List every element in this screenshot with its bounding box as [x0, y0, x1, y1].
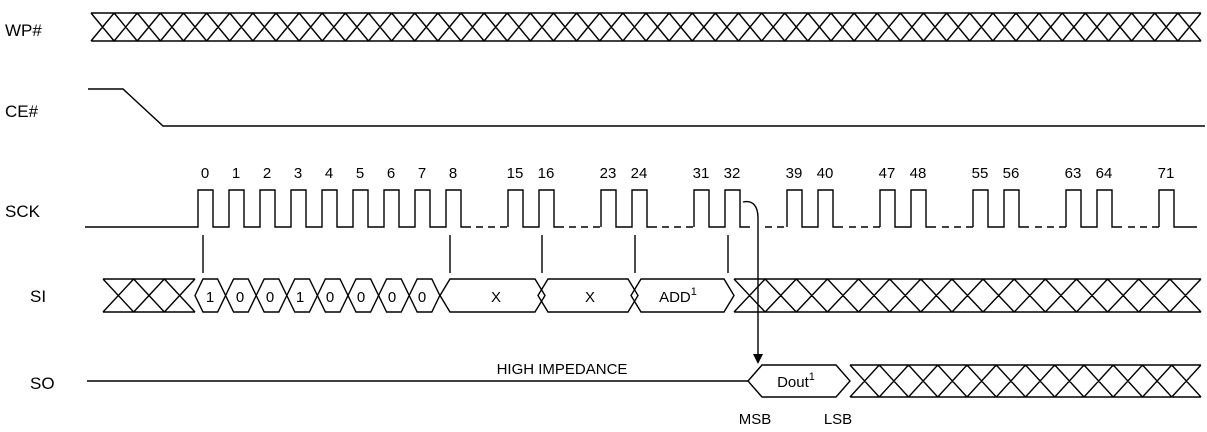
- clock-number: 56: [1003, 165, 1020, 182]
- sck-label: SCK: [5, 202, 41, 221]
- si-bit: 0: [418, 289, 426, 306]
- clock-number: 24: [631, 165, 648, 182]
- lsb-label: LSB: [824, 411, 852, 428]
- clock-number: 0: [201, 165, 209, 182]
- si-address-cell: [439, 278, 546, 313]
- clock-number: 63: [1065, 165, 1082, 182]
- si-address-superscript: 1: [691, 286, 697, 298]
- wp-waveform: [90, 12, 1202, 42]
- si-bit-labels: 1 0 0 1 0 0 0 0: [206, 289, 426, 306]
- clock-number: 4: [325, 165, 333, 182]
- clock-number: 64: [1096, 165, 1113, 182]
- clock-number: 6: [387, 165, 395, 182]
- si-address-byte-2: X: [585, 289, 595, 306]
- clock-markers: [202, 235, 729, 273]
- si-bit: 0: [236, 289, 244, 306]
- si-bit: 0: [388, 289, 396, 306]
- clock-number: 39: [786, 165, 803, 182]
- clock-number: 55: [972, 165, 989, 182]
- arrow-curve: [742, 200, 759, 355]
- clock-number: 40: [817, 165, 834, 182]
- si-bit: 1: [296, 289, 304, 306]
- arrow-head: [753, 354, 763, 364]
- si-waveform: [102, 278, 1202, 313]
- si-bit: 0: [357, 289, 365, 306]
- clock-to-output-arrow: [742, 200, 763, 364]
- so-dont-care: [849, 364, 1202, 398]
- clock-number: 23: [600, 165, 617, 182]
- si-bit: 1: [206, 289, 214, 306]
- clock-number: 16: [538, 165, 555, 182]
- wp-dont-care: [90, 12, 1202, 42]
- msb-label: MSB: [739, 411, 772, 428]
- ce-waveform: [88, 88, 1205, 127]
- so-dout-text: Dout: [777, 374, 810, 391]
- clock-number: 31: [693, 165, 710, 182]
- si-bit: 0: [266, 289, 274, 306]
- clock-number: 2: [263, 165, 271, 182]
- so-waveform: [87, 364, 1202, 398]
- clock-number: 15: [507, 165, 524, 182]
- clock-number: 7: [418, 165, 426, 182]
- clock-number: 3: [294, 165, 302, 182]
- clock-number: 8: [449, 165, 457, 182]
- clock-number: 48: [910, 165, 927, 182]
- so-dout-cell: [747, 364, 851, 398]
- clock-number: 47: [879, 165, 896, 182]
- sck-trace: [85, 189, 1197, 228]
- si-dont-care: [102, 278, 196, 313]
- sck-waveform: [85, 189, 1197, 228]
- wp-label: WP#: [5, 21, 42, 40]
- ce-label: CE#: [5, 102, 39, 121]
- so-label: SO: [30, 374, 55, 393]
- si-address-cell: [630, 278, 735, 313]
- ce-trace: [88, 88, 1205, 127]
- si-bit: 0: [326, 289, 334, 306]
- si-address-byte-1: X: [491, 289, 501, 306]
- clock-number: 5: [356, 165, 364, 182]
- si-address-byte-3: ADD1: [659, 286, 697, 306]
- si-address-label: ADD: [659, 289, 691, 306]
- so-dout-label: Dout1: [777, 371, 815, 391]
- clock-number: 71: [1158, 165, 1175, 182]
- clock-number: 32: [724, 165, 741, 182]
- clock-number: 1: [232, 165, 240, 182]
- si-dont-care: [733, 278, 1202, 313]
- so-dout-superscript: 1: [809, 371, 815, 383]
- si-label: SI: [30, 287, 46, 306]
- si-address-cell: [537, 278, 639, 313]
- high-impedance-label: HIGH IMPEDANCE: [497, 361, 628, 378]
